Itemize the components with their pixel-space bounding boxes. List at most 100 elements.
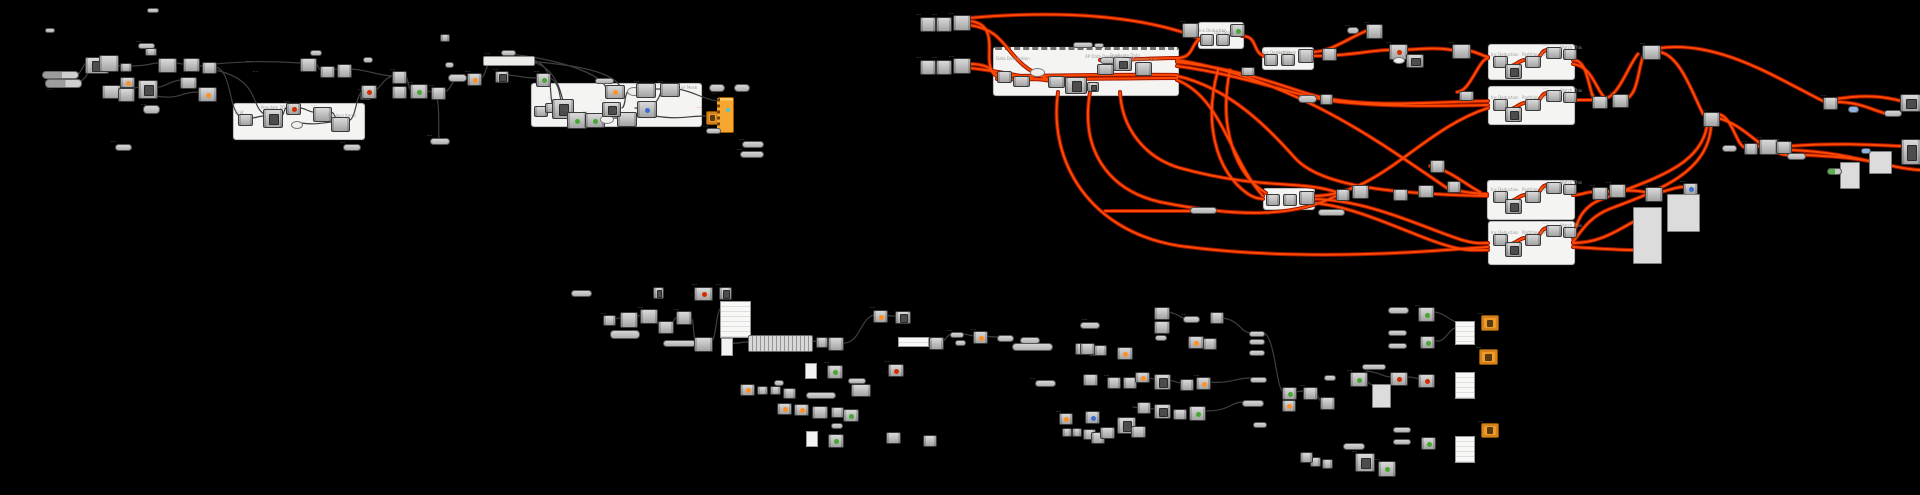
component-node[interactable]: [1087, 82, 1099, 92]
list-panel[interactable]: [1455, 436, 1475, 463]
component-node[interactable]: [1406, 54, 1424, 68]
capsule-node[interactable]: [1012, 343, 1053, 351]
list-panel[interactable]: [720, 301, 751, 338]
component-node[interactable]: [1203, 338, 1217, 350]
component-node[interactable]: [1592, 96, 1608, 109]
component-node[interactable]: [1505, 199, 1522, 214]
component-node[interactable]: [1418, 185, 1434, 198]
component-node[interactable]: [1135, 62, 1152, 76]
capsule-node[interactable]: [706, 128, 721, 134]
component-node[interactable]: [361, 85, 377, 99]
component-node[interactable]: [1065, 77, 1087, 94]
component-node[interactable]: [920, 60, 936, 75]
capsule-node[interactable]: [709, 84, 725, 92]
component-node[interactable]: [1447, 181, 1461, 193]
component-node[interactable]: [1459, 91, 1474, 101]
component-node[interactable]: [1188, 336, 1204, 349]
relay-node[interactable]: [1030, 68, 1045, 77]
component-node[interactable]: [1216, 34, 1230, 46]
component-node[interactable]: [1352, 185, 1369, 199]
component-node[interactable]: [1135, 372, 1150, 383]
component-node[interactable]: [1355, 453, 1375, 472]
component-node[interactable]: [1154, 321, 1170, 334]
capsule-node[interactable]: [1884, 110, 1902, 117]
component-node[interactable]: [617, 112, 637, 127]
capsule-node[interactable]: [45, 28, 55, 33]
component-node[interactable]: [828, 434, 844, 448]
component-node[interactable]: [694, 337, 713, 352]
component-node[interactable]: [812, 406, 828, 419]
component-node[interactable]: [1546, 90, 1562, 102]
component-node[interactable]: [1418, 374, 1435, 388]
component-node[interactable]: [1154, 374, 1171, 390]
component-node[interactable]: [1107, 377, 1121, 389]
component-node[interactable]: [1283, 194, 1297, 206]
relay-node[interactable]: [1393, 57, 1405, 64]
capsule-node[interactable]: [997, 335, 1014, 342]
component-node[interactable]: [1703, 112, 1720, 127]
component-node[interactable]: [920, 17, 936, 32]
component-node[interactable]: [138, 80, 158, 99]
capsule-node[interactable]: [740, 151, 764, 158]
component-node[interactable]: [1303, 387, 1318, 400]
capsule-node[interactable]: [1362, 364, 1386, 370]
component-node[interactable]: [286, 103, 301, 115]
component-node[interactable]: [1493, 99, 1508, 111]
component-node[interactable]: [1452, 44, 1471, 59]
component-node[interactable]: [410, 84, 428, 99]
component-node[interactable]: [929, 337, 944, 350]
component-node[interactable]: [1180, 379, 1194, 391]
component-node[interactable]: [1282, 400, 1296, 412]
capsule-node[interactable]: [1722, 145, 1737, 152]
component-node[interactable]: [603, 315, 616, 326]
data-panel[interactable]: [1869, 151, 1892, 174]
capsule-node[interactable]: [1249, 331, 1265, 337]
capsule-node[interactable]: [663, 340, 696, 347]
component-node[interactable]: [1196, 377, 1211, 390]
component-node[interactable]: [263, 109, 283, 128]
component-node[interactable]: [1420, 336, 1435, 349]
tick-slider[interactable]: [748, 335, 813, 352]
component-node[interactable]: [337, 64, 352, 78]
component-node[interactable]: [1154, 307, 1170, 320]
capsule-node[interactable]: [430, 138, 450, 145]
component-node[interactable]: [1113, 57, 1132, 71]
component-node[interactable]: [1210, 312, 1224, 324]
component-node[interactable]: [495, 71, 509, 83]
component-node[interactable]: [1683, 183, 1698, 195]
component-node[interactable]: [1072, 428, 1082, 437]
component-node[interactable]: [1563, 184, 1577, 195]
component-node[interactable]: [1430, 160, 1445, 173]
data-panel[interactable]: [1372, 384, 1391, 408]
capsule-node[interactable]: [1848, 106, 1859, 113]
capsule-node[interactable]: [742, 141, 764, 148]
component-node[interactable]: [1645, 187, 1663, 202]
component-node[interactable]: [1642, 45, 1661, 60]
component-node[interactable]: [1322, 459, 1333, 469]
component-node[interactable]: [99, 55, 119, 72]
component-node[interactable]: [1264, 54, 1278, 66]
capsule-node[interactable]: [445, 62, 454, 68]
component-node[interactable]: [536, 73, 551, 87]
component-node[interactable]: [660, 83, 680, 97]
component-node[interactable]: [158, 58, 177, 73]
number-slider[interactable]: [45, 79, 82, 88]
capsule-node[interactable]: [831, 423, 843, 429]
component-node[interactable]: [694, 287, 713, 301]
capsule-node[interactable]: [1094, 43, 1104, 48]
selected-warning-node[interactable]: [1481, 315, 1499, 331]
component-node[interactable]: [1299, 191, 1315, 205]
component-node[interactable]: [1776, 141, 1792, 154]
capsule-node[interactable]: [571, 290, 592, 297]
component-node[interactable]: [757, 386, 768, 395]
component-node[interactable]: [198, 87, 217, 102]
capsule-node[interactable]: [1318, 209, 1345, 216]
component-node[interactable]: [851, 384, 871, 397]
capsule-node[interactable]: [1393, 427, 1411, 433]
capsule-node[interactable]: [1388, 307, 1409, 314]
capsule-node[interactable]: [1343, 443, 1365, 450]
component-node[interactable]: [1525, 99, 1541, 111]
component-node[interactable]: [1094, 345, 1107, 356]
capsule-node[interactable]: [734, 84, 750, 92]
component-node[interactable]: [1200, 34, 1214, 46]
